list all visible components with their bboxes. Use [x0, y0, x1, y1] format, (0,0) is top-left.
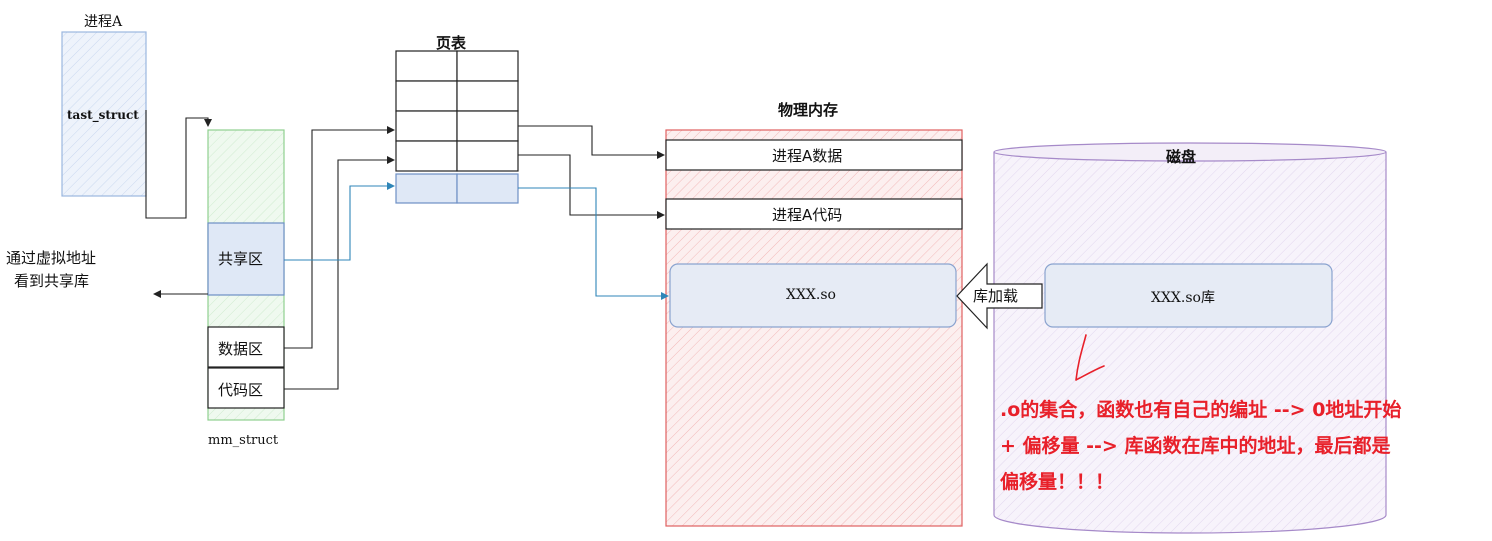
shared-to-pagetable-connector: [284, 182, 395, 261]
page-table-cell: [395, 110, 458, 142]
note-line-2: + 偏移量 --> 库函数在库中的地址，最后都是: [1000, 435, 1391, 457]
process-a-code-label: 进程A代码: [772, 206, 843, 224]
load-arrow-label: 库加载: [973, 287, 1019, 305]
page-table-cell: [395, 50, 458, 82]
so-lib-disk-label: XXX.so库: [1151, 290, 1215, 306]
code-region-label: 代码区: [218, 381, 264, 399]
process-a-code-block: [665, 198, 963, 230]
page-table-cell: [395, 80, 458, 112]
virtual-note-line2: 看到共享库: [14, 272, 90, 290]
red-annotation-note: .o的集合，函数也有自己的编址 --> 0地址开始 + 偏移量 --> 库函数在…: [1000, 392, 1486, 500]
so-memory-label: XXX.so: [786, 287, 836, 303]
disk-title: 磁盘: [1166, 148, 1197, 166]
process-a-box: [61, 31, 147, 197]
page-table-cell-shared: [395, 173, 458, 204]
data-to-pagetable-connector: [284, 126, 395, 349]
data-region-box: [207, 326, 285, 368]
code-region-box: [207, 367, 285, 409]
page-table-cell: [395, 140, 458, 172]
page-table-cell: [456, 110, 519, 142]
mm-struct-label: mm_struct: [208, 433, 279, 448]
page-table-title: 页表: [436, 34, 467, 52]
load-arrow-shape: [956, 262, 1043, 330]
so-memory-block: [669, 263, 957, 328]
note-line-3: 偏移量！！！: [1000, 471, 1115, 493]
page-table-cell-shared: [456, 173, 519, 204]
task-struct-label: tast_struct: [67, 108, 139, 122]
virtual-note-line1: 通过虚拟地址: [6, 249, 97, 267]
shared-region-label: 共享区: [218, 250, 264, 268]
disk-cylinder: [993, 142, 1387, 534]
pagetable-to-so-connector: [518, 187, 669, 300]
pagetable-to-code-connector: [518, 154, 665, 219]
page-table-cell: [456, 140, 519, 172]
physical-memory-title: 物理内存: [778, 101, 839, 119]
data-region-label: 数据区: [218, 340, 264, 358]
process-a-title: 进程A: [84, 14, 123, 30]
pagetable-to-data-connector: [518, 125, 665, 159]
task-to-mm-connector: [145, 110, 212, 219]
shared-region-box: [207, 222, 285, 296]
red-squiggle-mark: [1075, 334, 1105, 381]
page-table-cell: [456, 80, 519, 112]
process-a-data-label: 进程A数据: [772, 147, 843, 165]
code-to-pagetable-connector: [284, 156, 395, 390]
so-lib-disk-block: [1044, 263, 1333, 328]
physical-memory-box: [665, 129, 963, 527]
process-a-data-block: [665, 139, 963, 171]
page-table-cell: [456, 50, 519, 82]
page-table: [395, 50, 519, 204]
note-line-1: .o的集合，函数也有自己的编址 --> 0地址开始: [1000, 399, 1402, 421]
